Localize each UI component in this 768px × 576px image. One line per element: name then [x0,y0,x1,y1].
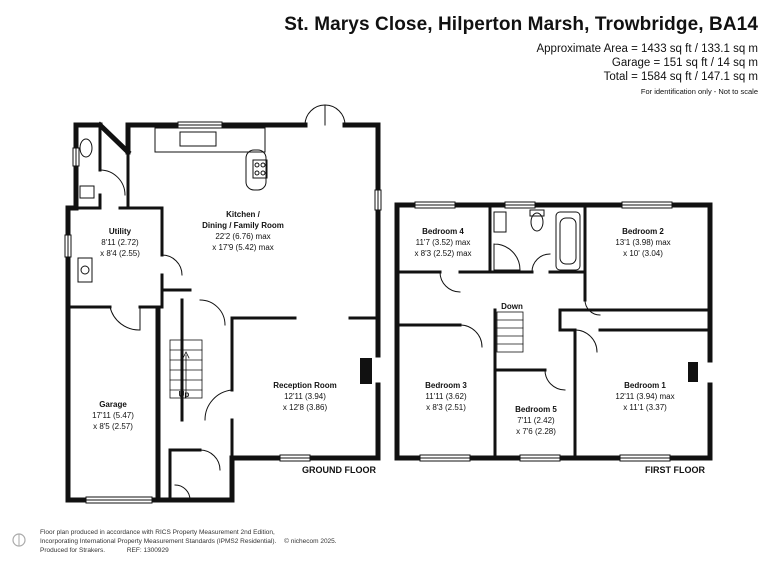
footer-text: Floor plan produced in accordance with R… [40,528,337,555]
bedroom1-name: Bedroom 1 [624,381,666,390]
bedroom1-dim-line1: 12'11 (3.94) max [615,392,674,401]
bedroom3-dim-line2: x 8'3 (2.51) [426,403,466,412]
bedroom2-name: Bedroom 2 [622,227,664,236]
reception-name: Reception Room [273,381,337,390]
footer-copyright: © nichecom 2025. [284,538,337,545]
stairs-down-label: Down [501,302,523,311]
utility-dim-line2: x 8'4 (2.55) [100,249,140,258]
reception-dim-line2: x 12'8 (3.86) [283,403,328,412]
footer-line-2: Incorporating International Property Mea… [40,537,337,546]
total-area: Total = 1584 sq ft / 147.1 sq m [603,71,758,83]
garage-dim-line1: 17'11 (5.47) [92,411,134,420]
bedroom2-dim-line2: x 10' (3.04) [623,249,663,258]
approximate-area: Approximate Area = 1433 sq ft / 133.1 sq… [536,43,758,55]
property-title: St. Marys Close, Hilperton Marsh, Trowbr… [284,14,758,35]
footer-ref: REF: 1300929 [126,547,169,554]
first-floor-label: FIRST FLOOR [645,465,705,475]
bedroom4-name: Bedroom 4 [422,227,464,236]
bedroom4-dim-line2: x 8'3 (2.52) max [414,249,471,258]
bedroom5-name: Bedroom 5 [515,405,557,414]
bedroom5-dim-line1: 7'11 (2.42) [517,416,555,425]
utility-dim-line1: 8'11 (2.72) [101,238,139,247]
kitchen-dim-line2: x 17'9 (5.42) max [212,243,274,252]
ground-floor-plan [64,104,382,504]
footer-produced: Produced for Strakers. [40,547,106,554]
garage-area: Garage = 151 sq ft / 14 sq m [611,57,758,69]
bedroom4-dim-line1: 11'7 (3.52) max [416,238,471,247]
identification-note: For identification only - Not to scale [640,87,758,96]
utility-name: Utility [109,227,132,236]
garage-name: Garage [99,400,127,409]
kitchen-dim-line1: 22'2 (6.76) max [215,232,270,241]
bedroom5-dim-line2: x 7'6 (2.28) [516,427,556,436]
stairs-up-label: Up [179,390,190,399]
garage-dim-line2: x 8'5 (2.57) [93,422,133,431]
footer: Floor plan produced in accordance with R… [12,528,337,555]
footer-line-3: Produced for Strakers. REF: 1300929 [40,546,337,555]
header: St. Marys Close, Hilperton Marsh, Trowbr… [284,14,758,96]
footer-line-2-text: Incorporating International Property Mea… [40,538,277,545]
ground-floor-label: GROUND FLOOR [302,465,376,475]
bedroom3-dim-line1: 11'11 (3.62) [425,392,467,401]
first-floor-plan [394,201,713,462]
bedroom2-dim-line1: 13'1 (3.98) max [615,238,670,247]
rics-logo-icon [12,533,26,547]
kitchen-name-line1: Kitchen / [226,210,261,219]
reception-dim-line1: 12'11 (3.94) [284,392,326,401]
kitchen-name-line2: Dining / Family Room [202,221,284,230]
bedroom1-dim-line2: x 11'1 (3.37) [623,403,667,412]
bedroom3-name: Bedroom 3 [425,381,467,390]
footer-line-1: Floor plan produced in accordance with R… [40,529,275,536]
